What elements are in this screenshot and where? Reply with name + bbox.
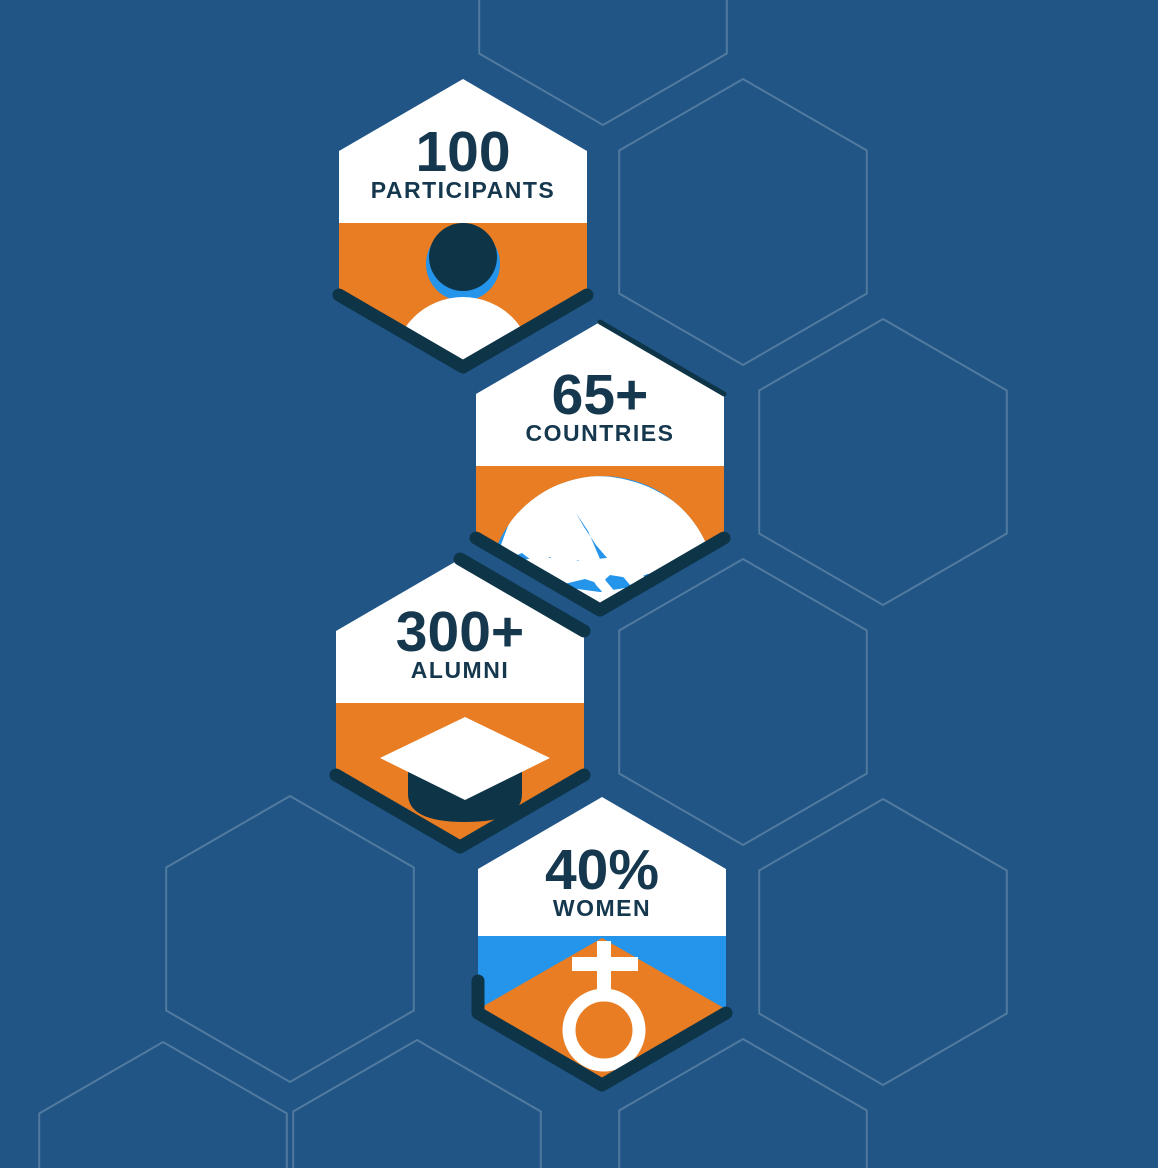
hexagon-badge-graphic: [329, 552, 591, 854]
stat-value: 100: [415, 120, 511, 184]
stat-label: PARTICIPANTS: [370, 177, 556, 203]
stat-value: 40%: [544, 838, 660, 902]
hexagon-badge-graphic: [469, 319, 731, 617]
outline-hexagon: [292, 1038, 542, 1168]
outline-hexagon: [38, 1040, 288, 1168]
stat-badge-alumni: 300+ ALUMNI: [310, 538, 610, 878]
person-icon: [393, 223, 533, 367]
stat-badge-participants: 100 PARTICIPANTS: [313, 58, 613, 398]
stat-label: WOMEN: [552, 895, 652, 921]
female-symbol-icon: [562, 941, 646, 1072]
stat-label: COUNTRIES: [525, 420, 675, 446]
outline-hexagon: [618, 77, 868, 367]
outline-hexagon: [758, 797, 1008, 1087]
outline-hexagon: [618, 1037, 868, 1168]
graduation-cap-icon: [380, 717, 550, 822]
stat-badge-women: 40% WOMEN: [452, 776, 752, 1116]
stat-value: 300+: [395, 600, 525, 664]
outline-hexagon: [165, 794, 415, 1084]
stat-label: ALUMNI: [410, 657, 510, 683]
hexagon-badge-graphic: [332, 79, 594, 374]
outline-hexagon: [758, 317, 1008, 607]
outline-hexagon: [618, 557, 868, 847]
stat-value: 65+: [551, 363, 649, 427]
stat-badge-countries: 65+ COUNTRIES: [450, 301, 750, 641]
outline-hexagon: [478, 0, 728, 127]
hexagon-badge-graphic: [471, 797, 733, 1092]
